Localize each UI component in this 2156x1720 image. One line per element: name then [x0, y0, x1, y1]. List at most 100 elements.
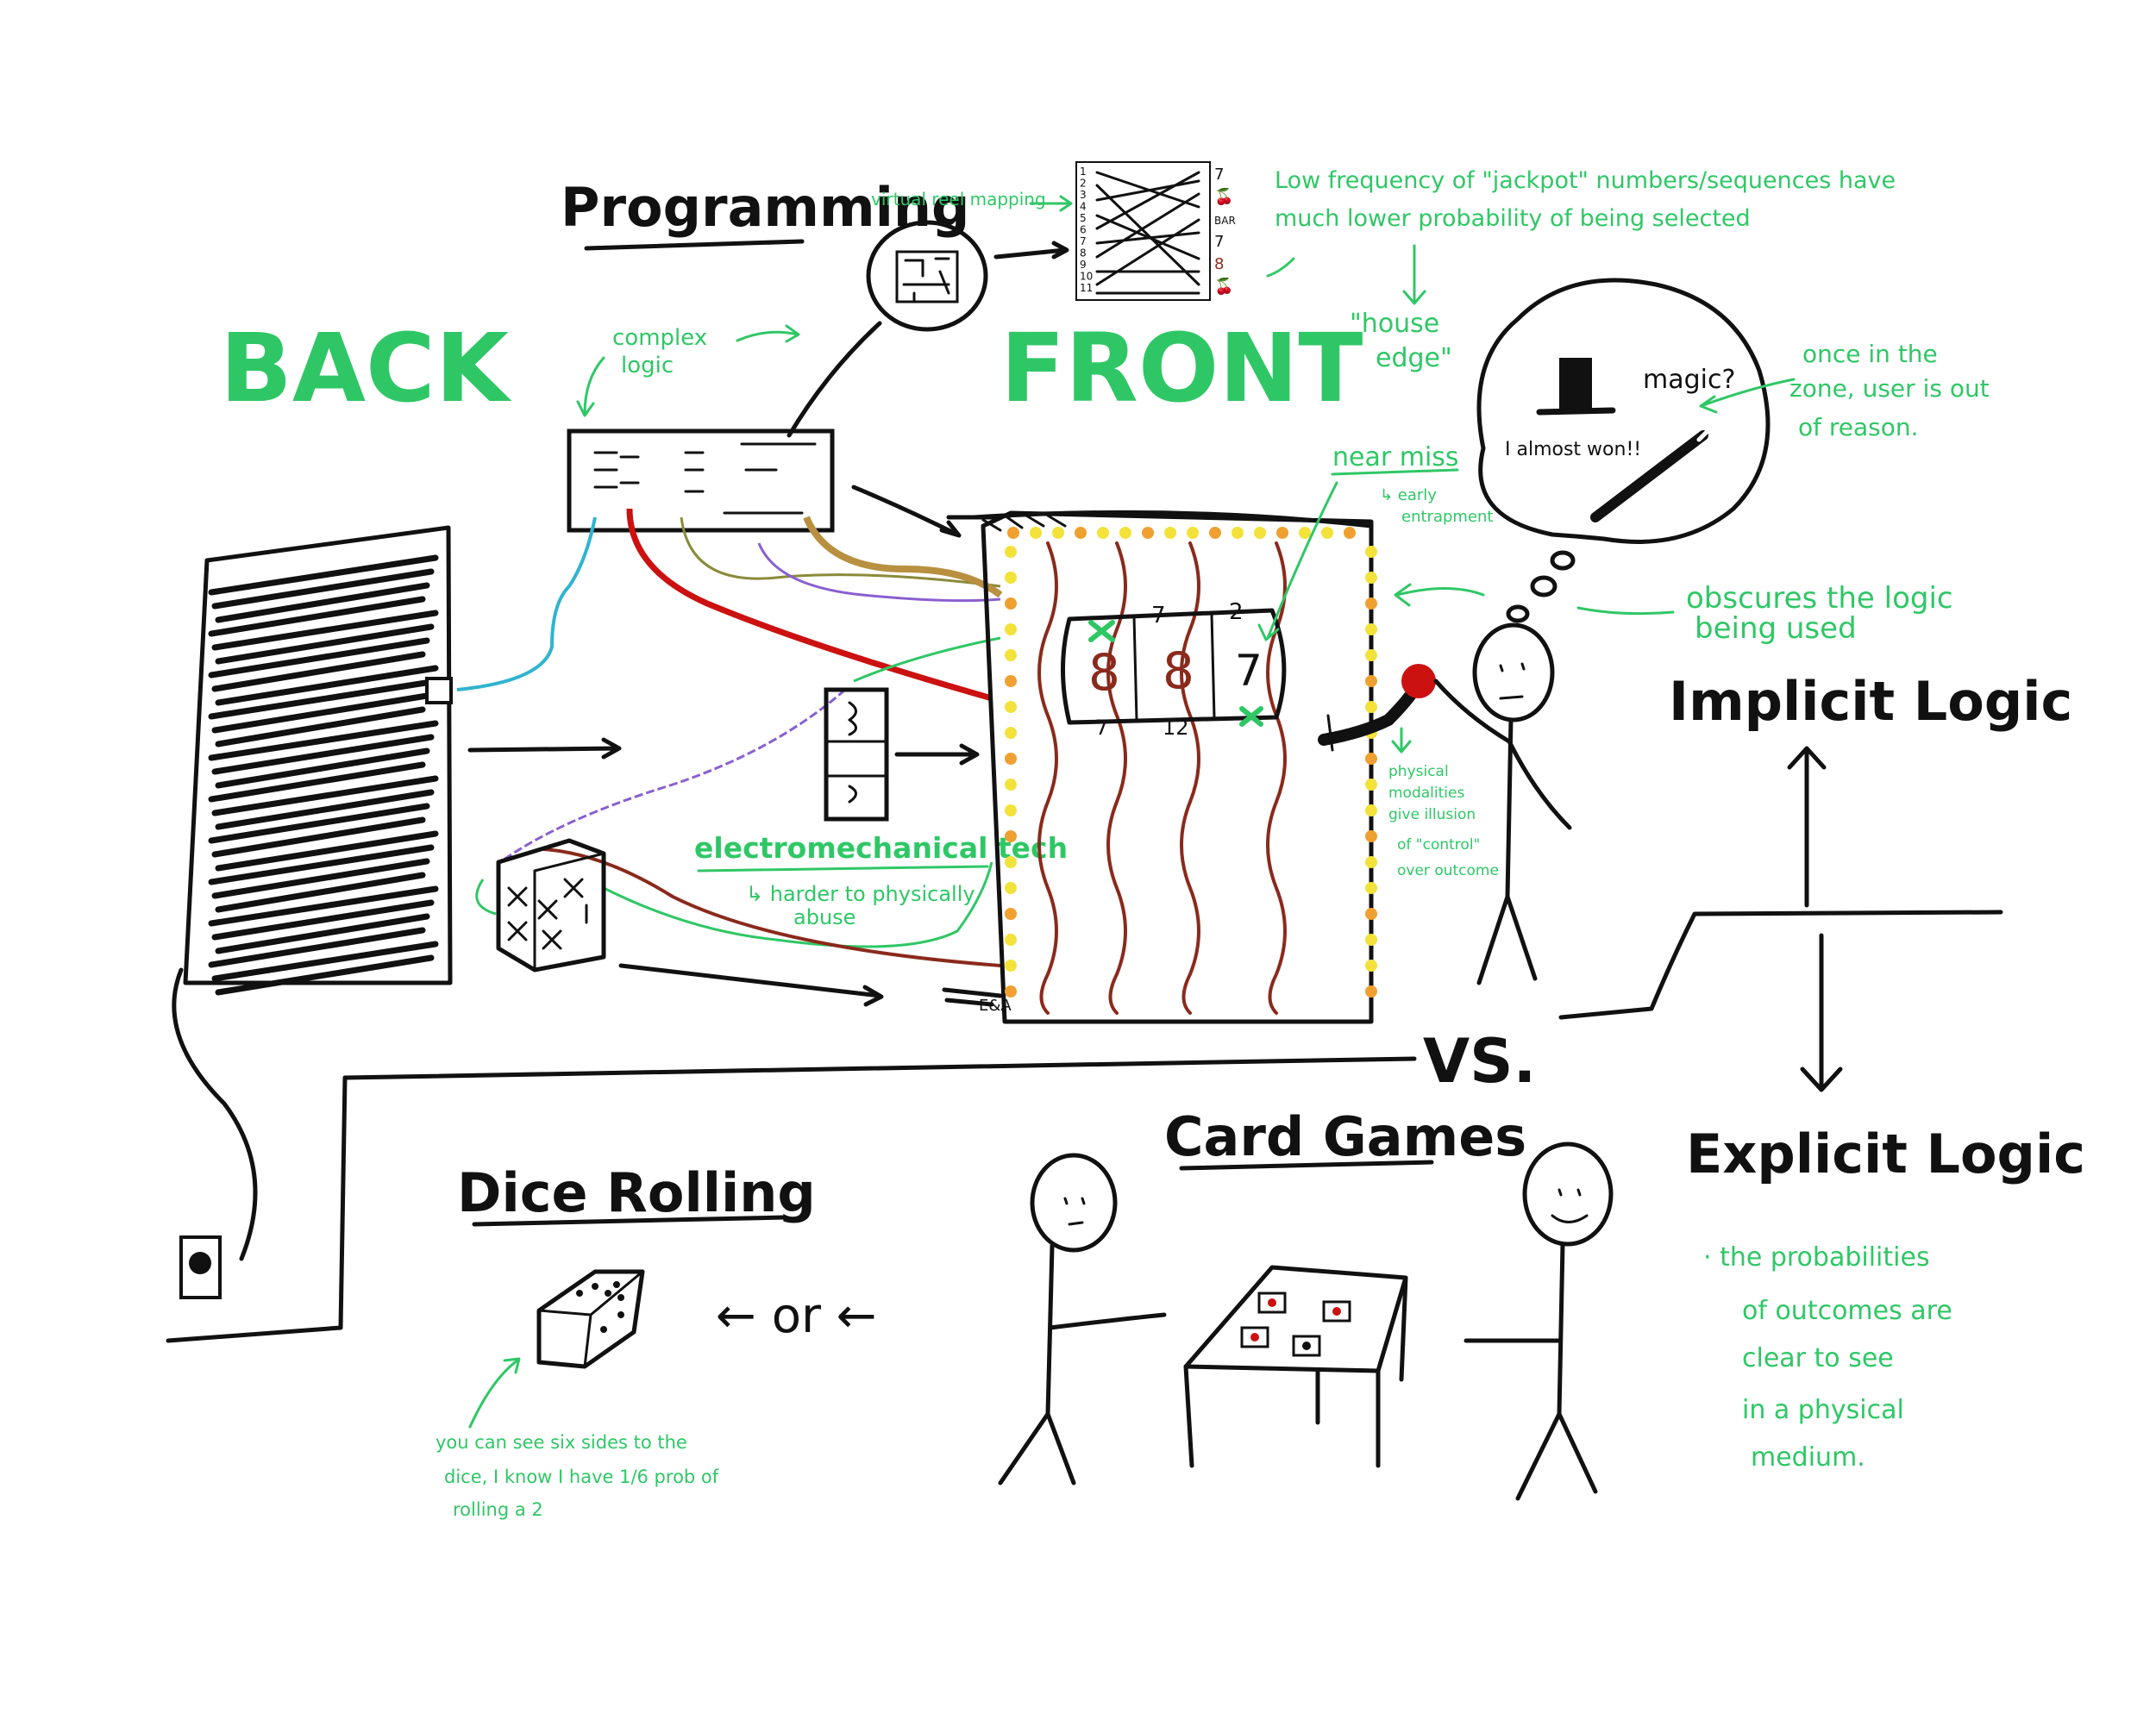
reel-index-8: 8	[1080, 247, 1087, 260]
near-miss-arrow	[1257, 481, 1338, 641]
reel-symbol-4: 8	[1214, 255, 1224, 273]
obscures-arrow-right	[1576, 606, 1675, 616]
relay-arrow	[894, 743, 980, 766]
rack-scribble	[215, 830, 439, 872]
machine-light	[1365, 649, 1377, 661]
rack-scribble	[211, 941, 439, 982]
right-card-player	[1463, 1141, 1614, 1501]
machine-light	[1005, 546, 1017, 558]
reel-index-6: 6	[1080, 224, 1087, 236]
machine-light	[1365, 675, 1377, 687]
obscures-note-1: obscures the logic	[1686, 581, 1953, 616]
machine-light	[1344, 527, 1356, 539]
card-games-heading: Card Games	[1164, 1105, 1526, 1168]
machine-light	[1187, 527, 1199, 539]
reel-mid-3: 7	[1235, 646, 1263, 696]
low-frequency-arrows	[1266, 244, 1426, 305]
rack-scribble	[215, 747, 430, 789]
harder-to-abuse-note-1: ↳ harder to physically	[746, 882, 975, 906]
complex-logic-arrows	[576, 324, 800, 417]
rack-scribble	[208, 637, 430, 679]
braided-wire	[803, 516, 1003, 598]
reel-mid-1: 8	[1088, 643, 1120, 702]
lever-knob	[1401, 664, 1436, 698]
reel-index-7: 7	[1080, 235, 1087, 247]
dice-box	[496, 838, 606, 973]
implicit-arrow	[1787, 746, 1827, 908]
machine-light	[1005, 753, 1017, 765]
machine-light	[1030, 527, 1042, 539]
complex-logic-note-1: complex	[612, 325, 707, 351]
card-table	[1183, 1265, 1408, 1468]
machine-light	[1365, 882, 1377, 894]
reel-top-3: 2	[1229, 599, 1244, 625]
low-frequency-note-2: much lower probability of being selected	[1275, 205, 1751, 232]
chip-to-reel-arrow	[993, 241, 1069, 260]
machine-light	[1164, 527, 1176, 539]
rack-scribble	[208, 844, 435, 885]
rack-scribble	[211, 899, 435, 941]
machine-light	[1365, 856, 1377, 868]
divide-line-down	[166, 1075, 348, 1343]
reel-mid-2: 8	[1163, 641, 1194, 700]
explicit-note-3: clear to see	[1742, 1343, 1894, 1373]
dice-note-2: dice, I know I have 1/6 prob of	[444, 1467, 719, 1487]
divide-line-right	[1558, 910, 2003, 1020]
divide-line-left	[342, 1056, 1417, 1080]
green-wire-right	[603, 861, 993, 948]
rack-scribble	[208, 761, 426, 803]
machine-light	[1005, 597, 1017, 610]
machine-light	[1321, 527, 1333, 539]
bubble-almost-won-text: I almost won!!	[1505, 439, 1641, 460]
brown-wire	[542, 847, 1001, 967]
bubble-magic-text: magic?	[1643, 365, 1735, 395]
rack-scribble	[211, 568, 435, 610]
machine-light	[1119, 527, 1131, 539]
chip-connector-line	[787, 321, 882, 438]
green-wire-top	[853, 636, 1001, 683]
machine-light	[1365, 985, 1377, 998]
reel-symbol-0: 7	[1214, 166, 1224, 184]
slot-lever	[1318, 684, 1420, 746]
machine-light	[1005, 701, 1017, 713]
rack-scribble	[208, 927, 426, 968]
rack-scribble	[208, 803, 430, 844]
machine-base-label: E&A	[979, 997, 1012, 1015]
reel-index-1: 1	[1080, 166, 1087, 178]
purple-wire-lower	[499, 688, 846, 864]
em-tech-underline	[697, 865, 989, 873]
machine-light	[1365, 934, 1377, 946]
machine-light	[1005, 985, 1017, 998]
complex-logic-note-2: logic	[621, 353, 674, 378]
machine-light	[1365, 572, 1377, 584]
harder-to-abuse-note-2: abuse	[793, 905, 856, 929]
zone-note-1: once in the	[1802, 340, 1938, 368]
chip-circle	[866, 220, 988, 332]
back-heading: BACK	[220, 313, 512, 423]
machine-light	[1097, 527, 1109, 539]
reel-symbol-5: 🍒	[1214, 277, 1233, 296]
physical-arrow	[1391, 727, 1412, 754]
wall-outlet	[179, 1235, 222, 1299]
dice-note-3: rolling a 2	[453, 1499, 543, 1520]
machine-light	[1365, 830, 1377, 842]
obscures-note-2: being used	[1695, 611, 1857, 646]
lever-mount	[1326, 714, 1334, 752]
relay-component	[824, 687, 889, 822]
purple-wire-top	[757, 542, 1001, 603]
rack-scribble	[215, 623, 435, 665]
left-card-player	[998, 1153, 1167, 1485]
rack-scribble	[211, 610, 439, 651]
machine-light	[1209, 527, 1221, 539]
rack-scribble	[208, 596, 426, 637]
board-arrow	[851, 485, 962, 538]
machine-light	[1005, 779, 1017, 791]
machine-light	[1232, 527, 1244, 539]
thought-bubble: magic? I almost won!!	[1476, 278, 1771, 623]
rack-scribble	[208, 885, 439, 927]
obscures-arrow-left	[1394, 583, 1485, 607]
rack-scribble	[208, 554, 439, 596]
near-miss-note: near miss	[1332, 442, 1459, 472]
